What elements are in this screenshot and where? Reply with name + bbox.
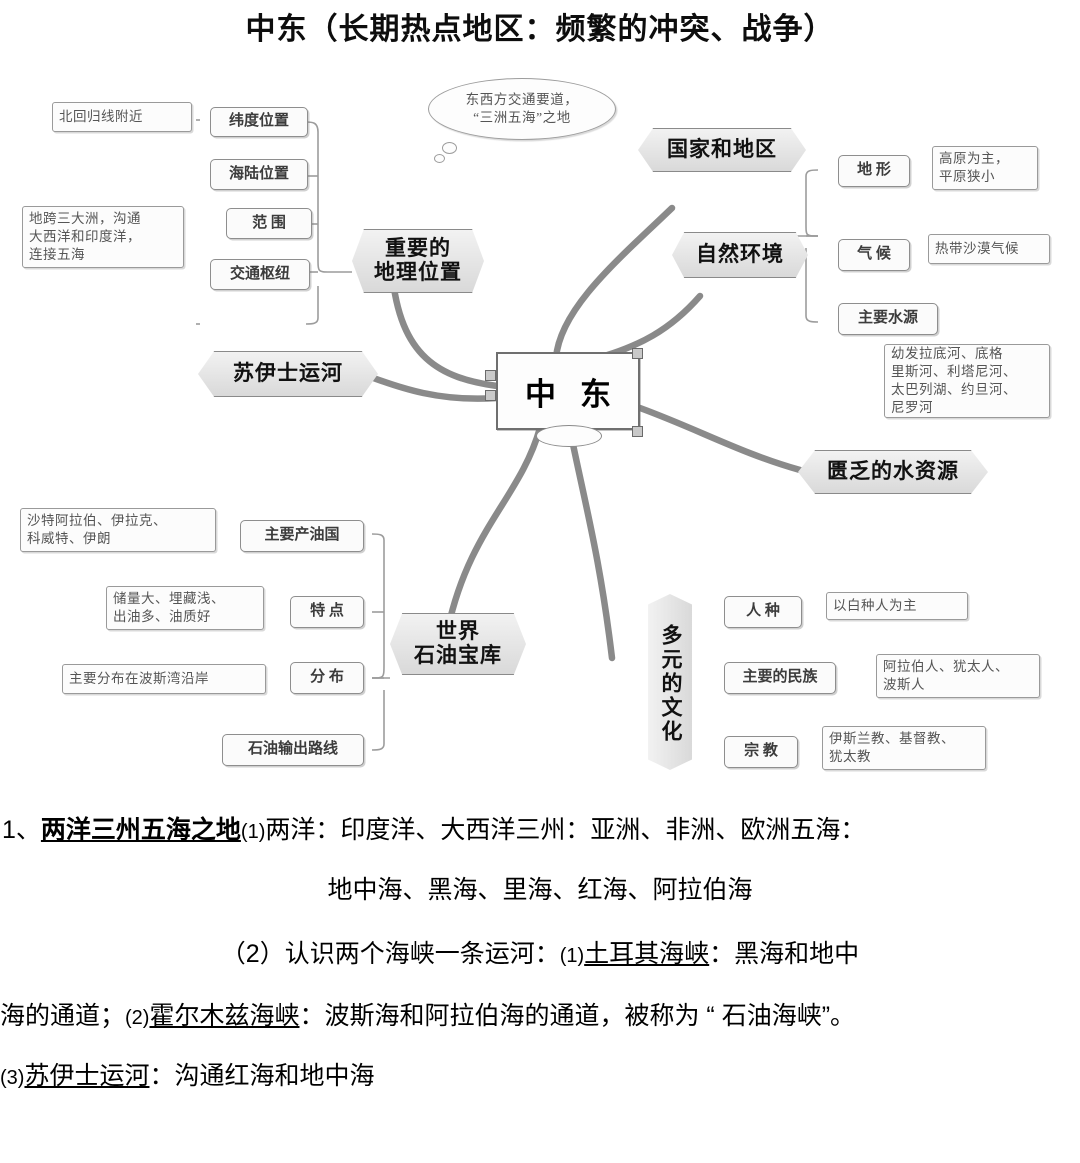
- note-oil-country-list: 沙特阿拉伯、伊拉克、 科威特、伊朗: [20, 508, 216, 552]
- bubble-dot-small: [434, 154, 445, 163]
- p4-lead: 海的通道；: [0, 1002, 126, 1030]
- p5-rest: ：沟通红海和地中海: [149, 1062, 375, 1090]
- node-oil-export-routes[interactable]: 石油输出路线: [222, 734, 364, 766]
- note-religion-list: 伊斯兰教、基督教、 犹太教: [822, 726, 986, 770]
- page-title: 中东（长期热点地区：频繁的冲突、战争）: [245, 13, 835, 46]
- node-main-ethnic-groups[interactable]: 主要的民族: [724, 662, 836, 694]
- node-latitude-position[interactable]: 纬度位置: [210, 107, 308, 137]
- note-near-tropic-of-cancer: 北回归线附近: [52, 102, 192, 132]
- resize-handle-left-lower[interactable]: [485, 390, 496, 401]
- lesson-notes: 1、两洋三州五海之地(1)两洋：印度洋、大西洋三州：亚洲、非洲、欧洲五海： 地中…: [0, 800, 1080, 1098]
- node-climate[interactable]: 气 候: [838, 239, 910, 271]
- note-persian-gulf-coast: 主要分布在波斯湾沿岸: [62, 664, 266, 694]
- node-race[interactable]: 人 种: [724, 596, 802, 628]
- node-main-water-source[interactable]: 主要水源: [838, 303, 938, 335]
- note-paragraph-4: 海的通道；(2)霍尔木兹海峡：波斯海和阿拉伯海的通道，被称为 “ 石油海峡”。: [0, 976, 1080, 1032]
- bubble-dot-large: [442, 142, 457, 154]
- node-land-sea-position[interactable]: 海陆位置: [210, 159, 308, 190]
- resize-handle-left-upper[interactable]: [485, 370, 496, 381]
- note-ethnic-list: 阿拉伯人、犹太人、 波斯人: [876, 654, 1040, 698]
- node-major-oil-countries[interactable]: 主要产油国: [240, 520, 364, 552]
- branch-geographic-position[interactable]: 重要的 地理位置: [352, 229, 484, 293]
- note-mostly-caucasian: 以白种人为主: [826, 592, 968, 620]
- branch-countries-and-regions[interactable]: 国家和地区: [638, 128, 806, 172]
- thought-bubble: 东西方交通要道， “三洲五海”之地: [428, 78, 616, 140]
- node-oil-features[interactable]: 特 点: [290, 596, 364, 628]
- branch-world-oil-treasury[interactable]: 世界 石油宝库: [390, 613, 526, 675]
- note-three-continents: 地跨三大洲，沟通 大西洋和印度洋， 连接五海: [22, 206, 184, 268]
- p5-marker: (3): [0, 1067, 25, 1089]
- branch-suez-canal[interactable]: 苏伊士运河: [198, 351, 378, 397]
- p1-marker: (1): [240, 821, 266, 843]
- center-node-middle-east[interactable]: 中东: [496, 352, 640, 430]
- p3-turkish-strait: 土耳其海峡: [584, 940, 710, 968]
- note-tropical-desert-climate: 热带沙漠气候: [928, 234, 1050, 264]
- note-oil-feature-list: 储量大、埋藏浅、 出油多、油质好: [106, 586, 264, 630]
- p4-hormuz-strait: 霍尔木兹海峡: [149, 1002, 300, 1030]
- node-religion[interactable]: 宗 教: [724, 736, 798, 768]
- p3-lead: （2）认识两个海峡一条运河：: [220, 940, 560, 968]
- p4-rest: ：波斯海和阿拉伯海的通道，被称为 “ 石油海峡”。: [299, 1002, 856, 1030]
- resize-handle-top-right[interactable]: [632, 348, 643, 359]
- note-paragraph-2: 地中海、黑海、里海、红海、阿拉伯海: [327, 876, 753, 904]
- node-oil-distribution[interactable]: 分 布: [290, 662, 364, 694]
- note-plateau-dominant: 高原为主， 平原狭小: [932, 146, 1038, 190]
- resize-handle-bottom-right[interactable]: [632, 426, 643, 437]
- p3-marker: (1): [559, 945, 585, 967]
- p1-heading: 两洋三州五海之地: [40, 816, 241, 844]
- p1-number: 1、: [2, 816, 41, 844]
- mindmap-canvas: 东西方交通要道， “三洲五海”之地 重要的 地理位置 纬度位置 海陆位置 范 围…: [0, 58, 1080, 798]
- p1-rest: 两洋：印度洋、大西洋三州：亚洲、非洲、欧洲五海：: [265, 816, 866, 844]
- branch-scarce-water-resources[interactable]: 匮乏的水资源: [798, 450, 988, 494]
- center-node-collapse-knob[interactable]: [536, 425, 602, 447]
- note-paragraph-3: （2）认识两个海峡一条运河：(1)土耳其海峡：黑海和地中: [0, 912, 1080, 970]
- note-paragraph-5: (3)苏伊士运河：沟通红海和地中海: [0, 1038, 1080, 1092]
- branch-diverse-culture[interactable]: 多元的文化: [648, 594, 692, 770]
- p3-rest: ：黑海和地中: [709, 940, 860, 968]
- branch-natural-environment[interactable]: 自然环境: [672, 232, 808, 278]
- node-landform[interactable]: 地 形: [838, 155, 910, 187]
- note-rivers-list: 幼发拉底河、底格 里斯河、利塔尼河、 太巴列湖、约旦河、 尼罗河: [884, 344, 1050, 418]
- note-paragraph-1: 1、两洋三州五海之地(1)两洋：印度洋、大西洋三州：亚洲、非洲、欧洲五海：: [0, 800, 1080, 846]
- node-transport-hub[interactable]: 交通枢纽: [210, 259, 310, 290]
- p5-suez-canal: 苏伊士运河: [24, 1062, 150, 1090]
- p4-marker: (2): [125, 1007, 150, 1029]
- node-range[interactable]: 范 围: [226, 208, 312, 239]
